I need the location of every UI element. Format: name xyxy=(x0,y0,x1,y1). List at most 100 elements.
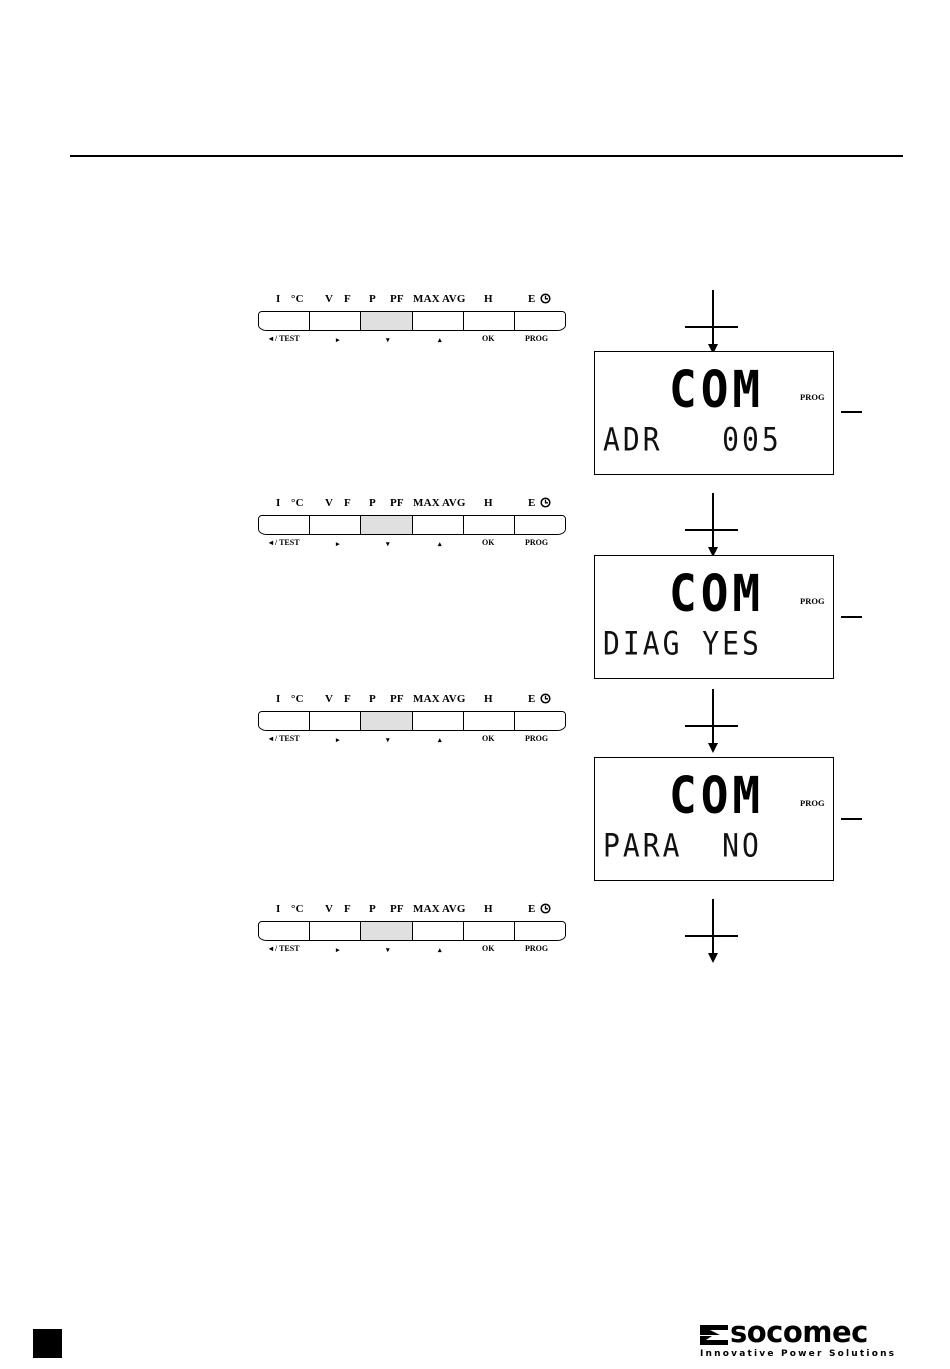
key-power-pf[interactable] xyxy=(361,312,413,330)
key-label: I xyxy=(276,293,281,305)
key-label: F xyxy=(344,693,351,705)
key-current-temp[interactable] xyxy=(259,516,311,534)
key-label: PF xyxy=(390,497,404,509)
key-function-label: ▴ xyxy=(438,336,442,344)
key-label: P xyxy=(369,293,376,305)
key-label: F xyxy=(344,903,351,915)
key-function-label: ◂ / TEST xyxy=(269,734,300,743)
lcd-main-text: COM xyxy=(669,765,765,825)
key-label: H xyxy=(484,903,493,915)
clock-icon xyxy=(540,903,551,917)
keypad-bar xyxy=(258,921,566,941)
prog-indicator: PROG xyxy=(800,596,825,606)
key-label: E xyxy=(528,497,536,509)
key-label: P xyxy=(369,497,376,509)
key-energy-clock[interactable] xyxy=(514,312,565,330)
key-energy-clock[interactable] xyxy=(514,712,565,730)
clock-icon xyxy=(540,293,551,307)
key-function-label: PROG xyxy=(525,334,549,343)
key-label: V xyxy=(325,693,334,705)
key-max-avg[interactable] xyxy=(412,712,464,730)
key-label: H xyxy=(484,293,493,305)
key-function-label: PROG xyxy=(525,944,549,953)
key-current-temp[interactable] xyxy=(259,312,311,330)
keypad-bar xyxy=(258,515,566,535)
key-label: F xyxy=(344,293,351,305)
key-power-pf[interactable] xyxy=(361,712,413,730)
key-harmonics[interactable] xyxy=(463,712,515,730)
key-function-label: OK xyxy=(482,734,495,743)
key-voltage-frequency[interactable] xyxy=(310,312,362,330)
key-label: MAX xyxy=(413,903,440,915)
key-max-avg[interactable] xyxy=(412,516,464,534)
prog-indicator: PROG xyxy=(800,392,825,402)
key-label: V xyxy=(325,293,334,305)
lcd-value-line: DIAG YES xyxy=(603,624,762,663)
key-harmonics[interactable] xyxy=(463,312,515,330)
key-label: MAX xyxy=(413,497,440,509)
key-label: AVG xyxy=(442,903,466,915)
arrow-down-icon xyxy=(708,953,718,963)
key-function-label: ▴ xyxy=(438,946,442,954)
key-label: °C xyxy=(291,903,304,915)
key-function-label: ▾ xyxy=(386,336,390,344)
key-harmonics[interactable] xyxy=(463,922,515,940)
key-label: AVG xyxy=(442,293,466,305)
key-current-temp[interactable] xyxy=(259,712,311,730)
socomec-mark-icon xyxy=(700,1325,728,1345)
key-function-label: ▾ xyxy=(386,736,390,744)
side-marker xyxy=(841,616,862,618)
key-voltage-frequency[interactable] xyxy=(310,516,362,534)
key-function-label: ▸ xyxy=(336,946,340,954)
arrow-down-icon xyxy=(708,344,718,354)
key-energy-clock[interactable] xyxy=(514,516,565,534)
key-function-label: ▾ xyxy=(386,946,390,954)
key-label: MAX xyxy=(413,693,440,705)
key-max-avg[interactable] xyxy=(412,312,464,330)
key-voltage-frequency[interactable] xyxy=(310,922,362,940)
key-label: I xyxy=(276,903,281,915)
key-power-pf[interactable] xyxy=(361,516,413,534)
key-function-label: ◂ / TEST xyxy=(269,334,300,343)
key-current-temp[interactable] xyxy=(259,922,311,940)
arrow-down-icon xyxy=(708,547,718,557)
lcd-screen-diag: COM PROG DIAG YES xyxy=(594,555,834,679)
brand-tagline: Innovative Power Solutions xyxy=(700,1349,897,1359)
page-tab-marker xyxy=(33,1329,62,1358)
arrow-down-icon xyxy=(708,743,718,753)
key-label: °C xyxy=(291,693,304,705)
prog-indicator: PROG xyxy=(800,798,825,808)
key-function-label: ◂ / TEST xyxy=(269,538,300,547)
key-voltage-frequency[interactable] xyxy=(310,712,362,730)
lcd-screen-para: COM PROG PARA NO xyxy=(594,757,834,881)
side-marker xyxy=(841,411,862,413)
lcd-main-text: COM xyxy=(669,359,765,419)
key-power-pf[interactable] xyxy=(361,922,413,940)
clock-icon xyxy=(540,693,551,707)
key-function-label: PROG xyxy=(525,734,549,743)
key-label: °C xyxy=(291,497,304,509)
key-harmonics[interactable] xyxy=(463,516,515,534)
clock-icon xyxy=(540,497,551,511)
key-label: AVG xyxy=(442,497,466,509)
key-label: H xyxy=(484,497,493,509)
key-max-avg[interactable] xyxy=(412,922,464,940)
key-energy-clock[interactable] xyxy=(514,922,565,940)
key-function-label: OK xyxy=(482,334,495,343)
key-label: V xyxy=(325,497,334,509)
header-rule xyxy=(70,155,903,157)
lcd-value-line: PARA NO xyxy=(603,826,762,865)
key-label: E xyxy=(528,903,536,915)
socomec-logo: socomec Innovative Power Solutions xyxy=(700,1318,905,1362)
flow-arrow-4 xyxy=(685,899,741,963)
flow-arrow-3 xyxy=(685,689,741,753)
key-label: I xyxy=(276,497,281,509)
